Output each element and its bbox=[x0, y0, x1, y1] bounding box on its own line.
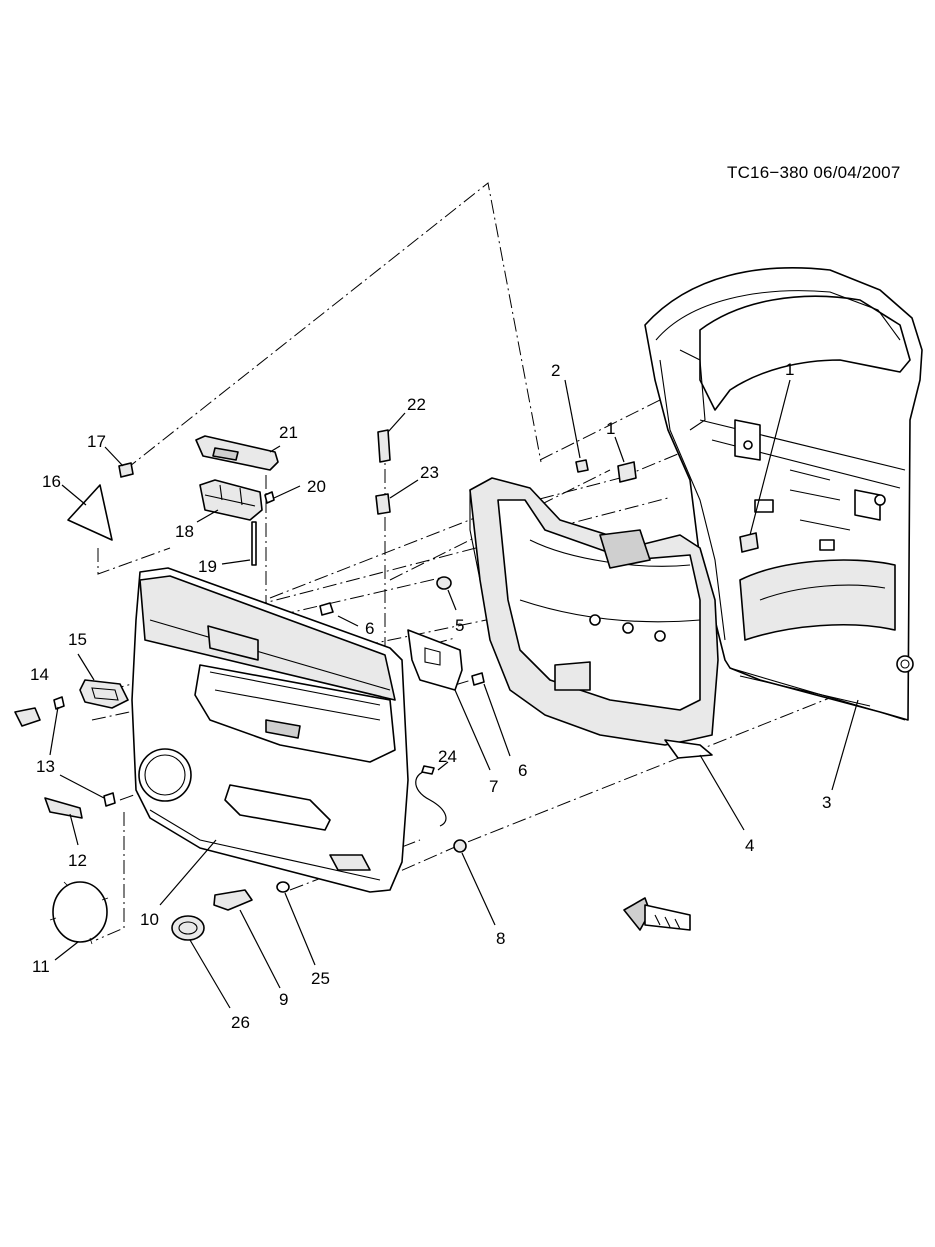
callout-26: 26 bbox=[231, 1013, 250, 1032]
door-water-deflector bbox=[469, 477, 719, 759]
clip-22 bbox=[377, 429, 391, 463]
mirror-patch bbox=[67, 484, 113, 541]
diagram-code-date: TC16−380 06/04/2007 bbox=[727, 163, 901, 182]
bolt-19 bbox=[251, 521, 257, 566]
cap-14 bbox=[14, 707, 41, 727]
pull-handle-cover bbox=[44, 797, 83, 819]
callout-8: 8 bbox=[496, 929, 505, 948]
plug-25 bbox=[276, 881, 290, 893]
screw-13-lower bbox=[103, 792, 116, 807]
callout-11: 11 bbox=[32, 957, 50, 976]
speaker-grille bbox=[52, 881, 108, 943]
callout-6-right: 6 bbox=[518, 761, 527, 780]
clip-1-lower bbox=[739, 532, 759, 553]
door-trim-panel bbox=[131, 567, 409, 893]
callout-20: 20 bbox=[307, 477, 326, 496]
callout-5: 5 bbox=[455, 616, 464, 635]
callout-4: 4 bbox=[745, 836, 754, 855]
clip-17 bbox=[118, 462, 134, 478]
door-handle-bezel bbox=[79, 679, 129, 709]
bezel-ring bbox=[171, 915, 205, 941]
lock-bezel bbox=[213, 889, 253, 911]
callout-17: 17 bbox=[87, 432, 106, 451]
callout-16: 16 bbox=[42, 472, 61, 491]
callout-23: 23 bbox=[420, 463, 439, 482]
callout-13: 13 bbox=[36, 757, 55, 776]
callout-21: 21 bbox=[279, 423, 298, 442]
callout-24: 24 bbox=[438, 747, 457, 766]
plug-8 bbox=[453, 839, 467, 853]
callout-9: 9 bbox=[279, 990, 288, 1009]
callout-3: 3 bbox=[822, 793, 831, 812]
screw-6-right bbox=[471, 672, 485, 686]
front-direction-arrow-icon bbox=[623, 897, 691, 931]
callout-10: 10 bbox=[140, 910, 159, 929]
callout-15: 15 bbox=[68, 630, 87, 649]
window-switch bbox=[199, 479, 263, 521]
callout-18: 18 bbox=[175, 522, 194, 541]
screw-6-left bbox=[319, 602, 334, 616]
leader-lines bbox=[49, 379, 859, 1009]
callout-12: 12 bbox=[68, 851, 87, 870]
clip-2 bbox=[575, 459, 589, 473]
callout-22: 22 bbox=[407, 395, 426, 414]
callout-19: 19 bbox=[198, 557, 217, 576]
callout-2: 2 bbox=[551, 361, 560, 380]
callout-25: 25 bbox=[311, 969, 330, 988]
callout-14: 14 bbox=[30, 665, 49, 684]
clip-23 bbox=[375, 493, 391, 515]
callout-1-upper: 1 bbox=[606, 419, 615, 438]
plug-5 bbox=[436, 576, 452, 590]
wiring-harness bbox=[415, 769, 447, 827]
callout-labels: 2 1 1 3 4 5 6 6 7 8 9 10 11 12 13 14 15 … bbox=[30, 360, 831, 1032]
clip-1-upper bbox=[617, 461, 637, 483]
screw-13-upper bbox=[53, 696, 65, 710]
bracket-7 bbox=[407, 629, 463, 691]
callout-7: 7 bbox=[489, 777, 498, 796]
callout-1-lower: 1 bbox=[785, 360, 794, 379]
clip-20 bbox=[264, 491, 275, 504]
callout-6-left: 6 bbox=[365, 619, 374, 638]
